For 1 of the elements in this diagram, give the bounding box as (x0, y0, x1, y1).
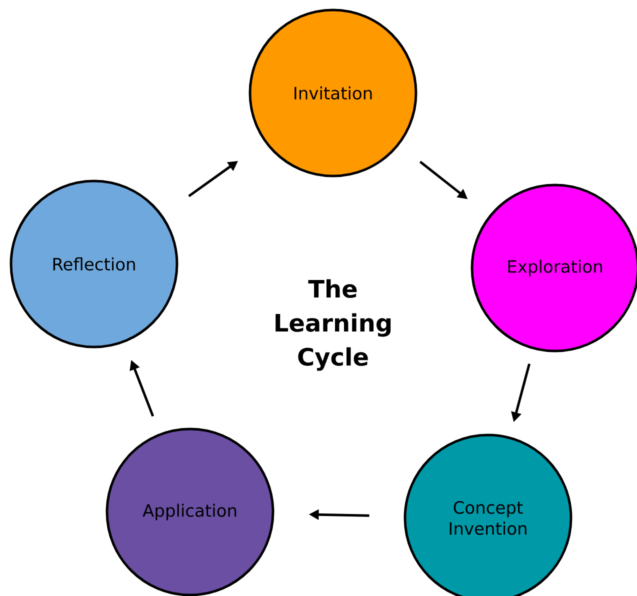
title: The Learning Cycle (276, 279, 391, 371)
